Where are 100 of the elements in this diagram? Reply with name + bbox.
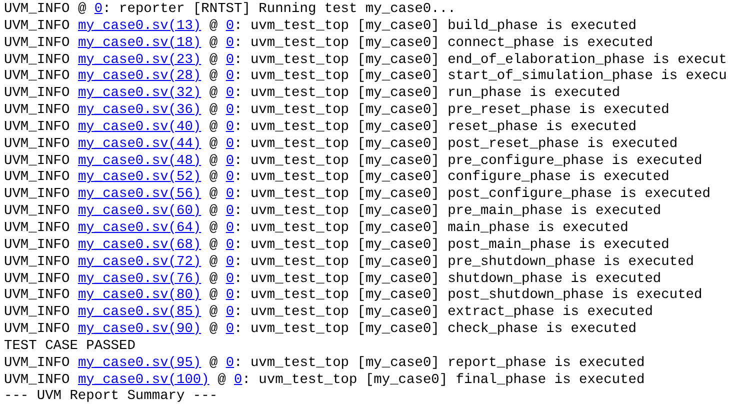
log-text: @ [78, 2, 86, 17]
log-text: UVM_INFO [4, 120, 70, 135]
source-file-link: my_case0.sv(28) [78, 69, 202, 84]
time-link: 0 [226, 305, 234, 320]
log-text: UVM_INFO [4, 170, 70, 186]
log-text: @ [218, 372, 226, 388]
source-file-link: my_case0.sv(32) [78, 86, 202, 102]
time-link: 0 [226, 356, 234, 371]
log-text: UVM_INFO [4, 220, 70, 236]
log-text: UVM_INFO [4, 36, 70, 51]
log-text: UVM_INFO [4, 288, 70, 304]
log-text: @ [209, 238, 218, 253]
log-text: @ [209, 18, 218, 34]
source-file-link: my_case0.sv(56) [78, 187, 202, 202]
time-link: 0 [226, 187, 234, 202]
log-text: UVM_INFO [4, 86, 70, 102]
time-link: 0 [226, 238, 234, 253]
time-link: 0 [226, 103, 234, 118]
log-text: : reporter [RNTST] Running test my_case0... [102, 2, 456, 17]
log-text: @ [209, 187, 218, 202]
log-text: UVM_INFO [4, 356, 70, 371]
log-text: @ [209, 272, 218, 286]
log-text: @ [209, 322, 218, 338]
source-file-link: my_case0.sv(68) [78, 238, 202, 253]
log-text: : uvm_test_top [my_case0] check_phase is executed [234, 322, 637, 338]
log-text: : uvm_test_top [my_case0] pre_configure_phase is executed [234, 154, 702, 169]
time-link: 0 [94, 2, 103, 17]
source-file-link: my_case0.sv(100) [78, 372, 210, 388]
log-text: --- UVM Report Summary --- [4, 389, 218, 404]
log-text: @ [209, 305, 218, 320]
log-text: : uvm_test_top [my_case0] connect_phase is executed [234, 36, 653, 51]
log-text: : uvm_test_top [my_case0] report_phase is executed [234, 356, 645, 371]
time-link: 0 [226, 86, 234, 102]
log-text: : uvm_test_top [my_case0] end_of_elaboration_phase is execut [234, 52, 727, 68]
log-text: UVM_INFO [4, 136, 70, 152]
log-text: @ [209, 220, 218, 236]
source-file-link: my_case0.sv(72) [78, 254, 202, 270]
log-text: @ [209, 36, 218, 51]
log-text: : uvm_test_top [my_case0] pre_shutdown_phase is executed [234, 254, 694, 270]
source-file-link: my_case0.sv(48) [78, 154, 202, 169]
log-text: : uvm_test_top [my_case0] pre_reset_phase is executed [234, 103, 670, 118]
time-link: 0 [226, 120, 234, 135]
time-link: 0 [226, 136, 234, 152]
time-link: 0 [226, 322, 234, 338]
source-file-link: my_case0.sv(23) [78, 52, 202, 68]
log-text: : uvm_test_top [my_case0] pre_main_phase is executed [234, 204, 662, 220]
log-text: UVM_INFO [4, 52, 70, 68]
source-file-link: my_case0.sv(18) [78, 36, 202, 51]
log-text: UVM_INFO [4, 272, 70, 286]
log-text: @ [209, 120, 218, 135]
time-link: 0 [226, 170, 234, 186]
log-text: UVM_INFO [4, 322, 70, 338]
log-text: UVM_INFO [4, 204, 70, 220]
time-link: 0 [226, 36, 234, 51]
log-text: : uvm_test_top [my_case0] shutdown_phase is executed [234, 272, 662, 286]
log-text: @ [209, 136, 218, 152]
log-text: UVM_INFO [4, 305, 70, 320]
time-link: 0 [226, 154, 234, 169]
log-text: : uvm_test_top [my_case0] post_configure_phase is executed [234, 187, 710, 202]
log-text: UVM_INFO [4, 2, 70, 17]
log-text: : uvm_test_top [my_case0] main_phase is executed [234, 220, 628, 236]
log-text: UVM_INFO [4, 254, 70, 270]
log-text: @ [209, 288, 218, 304]
source-file-link: my_case0.sv(36) [78, 103, 202, 118]
time-link: 0 [226, 220, 234, 236]
log-text: @ [209, 254, 218, 270]
source-file-link: my_case0.sv(64) [78, 220, 202, 236]
log-text: UVM_INFO [4, 187, 70, 202]
time-link: 0 [226, 288, 234, 304]
source-file-link: my_case0.sv(95) [78, 356, 202, 371]
source-file-link: my_case0.sv(52) [78, 170, 202, 186]
log-text: UVM_INFO [4, 238, 70, 253]
source-file-link: my_case0.sv(13) [78, 18, 202, 34]
log-text: @ [209, 103, 218, 118]
log-text: TEST CASE PASSED [4, 338, 136, 354]
source-file-link: my_case0.sv(85) [78, 305, 202, 320]
log-text: UVM_INFO [4, 69, 70, 84]
source-file-link: my_case0.sv(76) [78, 272, 202, 286]
log-text: : uvm_test_top [my_case0] build_phase is executed [234, 18, 637, 34]
source-file-link: my_case0.sv(80) [78, 288, 202, 304]
time-link: 0 [226, 204, 234, 220]
log-text: : uvm_test_top [my_case0] post_shutdown_phase is executed [234, 288, 702, 304]
log-text: UVM_INFO [4, 372, 70, 388]
log-text: : uvm_test_top [my_case0] post_main_phase is executed [234, 238, 670, 253]
log-text: UVM_INFO [4, 154, 70, 169]
source-file-link: my_case0.sv(44) [78, 136, 202, 152]
source-file-link: my_case0.sv(90) [78, 322, 202, 338]
log-text: : uvm_test_top [my_case0] extract_phase is executed [234, 305, 653, 320]
log-text: @ [209, 86, 218, 102]
log-text: @ [209, 52, 218, 68]
time-link: 0 [226, 272, 234, 286]
time-link: 0 [226, 69, 234, 84]
log-text: : uvm_test_top [my_case0] final_phase is executed [242, 372, 645, 388]
time-link: 0 [234, 372, 242, 388]
log-text: @ [209, 170, 218, 186]
log-text: @ [209, 69, 218, 84]
log-text: @ [209, 204, 218, 220]
log-text: UVM_INFO [4, 18, 70, 34]
time-link: 0 [226, 18, 234, 34]
log-text: : uvm_test_top [my_case0] reset_phase is executed [234, 120, 637, 135]
